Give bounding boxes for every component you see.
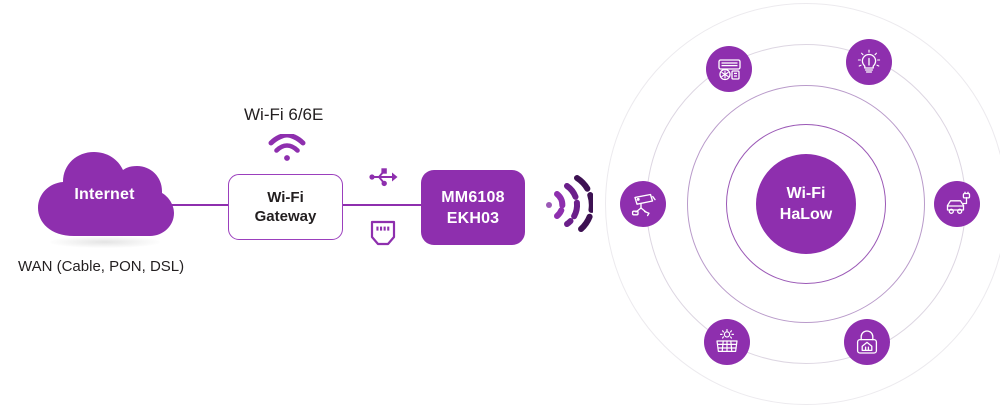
halow-module-box[interactable]: MM6108 EKH03	[421, 170, 525, 245]
halow-label-line2: HaLow	[779, 206, 833, 223]
light-bulb-icon	[857, 49, 881, 73]
halow-node-ev-charger[interactable]	[934, 181, 980, 227]
usb-icon	[369, 168, 398, 187]
halow-node-hvac[interactable]	[706, 46, 752, 92]
halow-node-smart-lock[interactable]	[844, 319, 890, 365]
solar-panel-icon	[716, 329, 738, 352]
cloud-icon	[38, 152, 174, 236]
wan-caption: WAN (Cable, PON, DSL)	[18, 258, 185, 275]
cloud-shadow	[50, 236, 160, 248]
halow-ring-cluster: Wi-Fi HaLow	[601, 0, 1000, 405]
internet-label: Internet	[74, 186, 135, 203]
halow-node-solar[interactable]	[704, 319, 750, 365]
radio-waves-icon	[546, 175, 593, 235]
ethernet-icon	[370, 220, 396, 246]
wifi-gateway-box[interactable]: Wi-Fi Gateway	[228, 174, 343, 240]
gateway-label-line1: Wi-Fi	[267, 189, 304, 206]
internet-cloud: Internet	[32, 148, 177, 263]
halow-node-camera[interactable]	[620, 181, 666, 227]
smart-home-lock-icon	[856, 330, 878, 354]
halow-ring-1	[726, 124, 886, 284]
link-gateway-to-module	[341, 204, 425, 206]
wifi-signal-icon	[268, 134, 306, 161]
module-label-line2: EKH03	[446, 209, 500, 227]
ev-charger-icon	[946, 191, 970, 214]
module-label-line1: MM6108	[441, 188, 505, 206]
halow-node-lighting[interactable]	[846, 39, 892, 85]
halow-ring-2	[687, 85, 925, 323]
security-camera-icon	[631, 193, 656, 216]
halow-hub[interactable]: Wi-Fi HaLow	[756, 154, 856, 254]
link-internet-to-gateway	[160, 204, 232, 206]
air-conditioner-icon	[717, 58, 741, 80]
wifi-6-6e-label: Wi-Fi 6/6E	[244, 105, 324, 124]
gateway-label-line2: Gateway	[254, 208, 317, 225]
halow-label-line1: Wi-Fi	[786, 185, 826, 202]
